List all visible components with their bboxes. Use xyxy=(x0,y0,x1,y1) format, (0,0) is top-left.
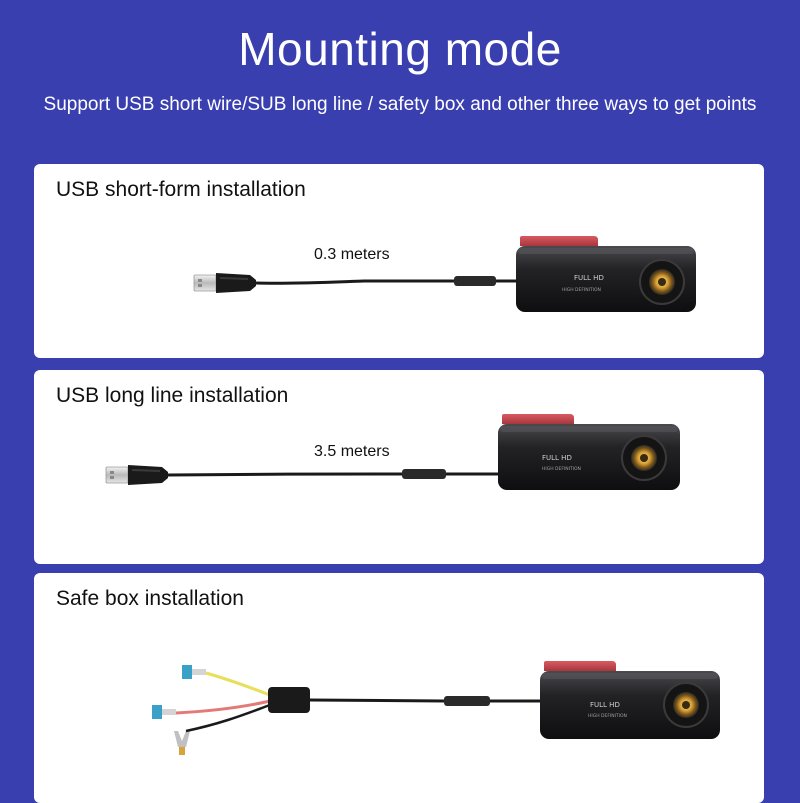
dash-camera-icon: FULL HD HIGH DEFINITION xyxy=(540,661,720,739)
usb-long-cable-illustration: FULL HD HIGH DEFINITION xyxy=(105,414,680,490)
cable xyxy=(255,279,454,285)
black-wire xyxy=(185,703,271,733)
dash-camera-icon: FULL HD HIGH DEFINITION xyxy=(516,236,696,312)
card-title: USB long line installation xyxy=(56,384,289,407)
camera-badge: FULL HD xyxy=(590,701,620,709)
spade-terminal-icon xyxy=(174,731,190,755)
red-wire xyxy=(175,699,271,715)
camera-badge: FULL HD xyxy=(574,274,604,282)
cable-ferrite xyxy=(454,276,496,286)
cable-length-label: 0.3 meters xyxy=(314,246,390,263)
fuse-tap-icon xyxy=(152,705,176,719)
junction-box xyxy=(268,687,310,713)
dash-camera-icon: FULL HD HIGH DEFINITION xyxy=(498,414,680,490)
cable-ferrite xyxy=(402,469,446,479)
usb-long-installation-card: USB long line installation 3.5 meters FU… xyxy=(34,370,764,564)
usb-short-cable-illustration: FULL HD HIGH DEFINITION xyxy=(193,236,696,312)
svg-text:HIGH DEFINITION: HIGH DEFINITION xyxy=(588,713,627,719)
camera-badge: FULL HD xyxy=(542,454,572,462)
page-subtitle: Support USB short wire/SUB long line / s… xyxy=(43,94,757,115)
usb-plug-icon xyxy=(105,465,168,485)
cable-ferrite xyxy=(444,696,490,706)
cable xyxy=(167,472,403,477)
cable xyxy=(309,698,445,703)
usb-plug-icon xyxy=(193,273,256,293)
cable-length-label: 3.5 meters xyxy=(314,443,390,460)
card-title: Safe box installation xyxy=(56,587,244,610)
svg-text:HIGH DEFINITION: HIGH DEFINITION xyxy=(542,466,581,472)
page-title: Mounting mode xyxy=(238,23,562,75)
usb-short-installation-card: USB short-form installation 0.3 meters F… xyxy=(34,164,764,358)
fuse-tap-icon xyxy=(182,665,206,679)
safe-box-cable-illustration: FULL HD HIGH DEFINITION xyxy=(152,661,720,755)
svg-text:HIGH DEFINITION: HIGH DEFINITION xyxy=(562,287,601,293)
yellow-wire xyxy=(205,671,271,697)
safe-box-installation-card: Safe box installation FULL HD HIGH DE xyxy=(34,573,764,803)
card-title: USB short-form installation xyxy=(56,178,306,201)
